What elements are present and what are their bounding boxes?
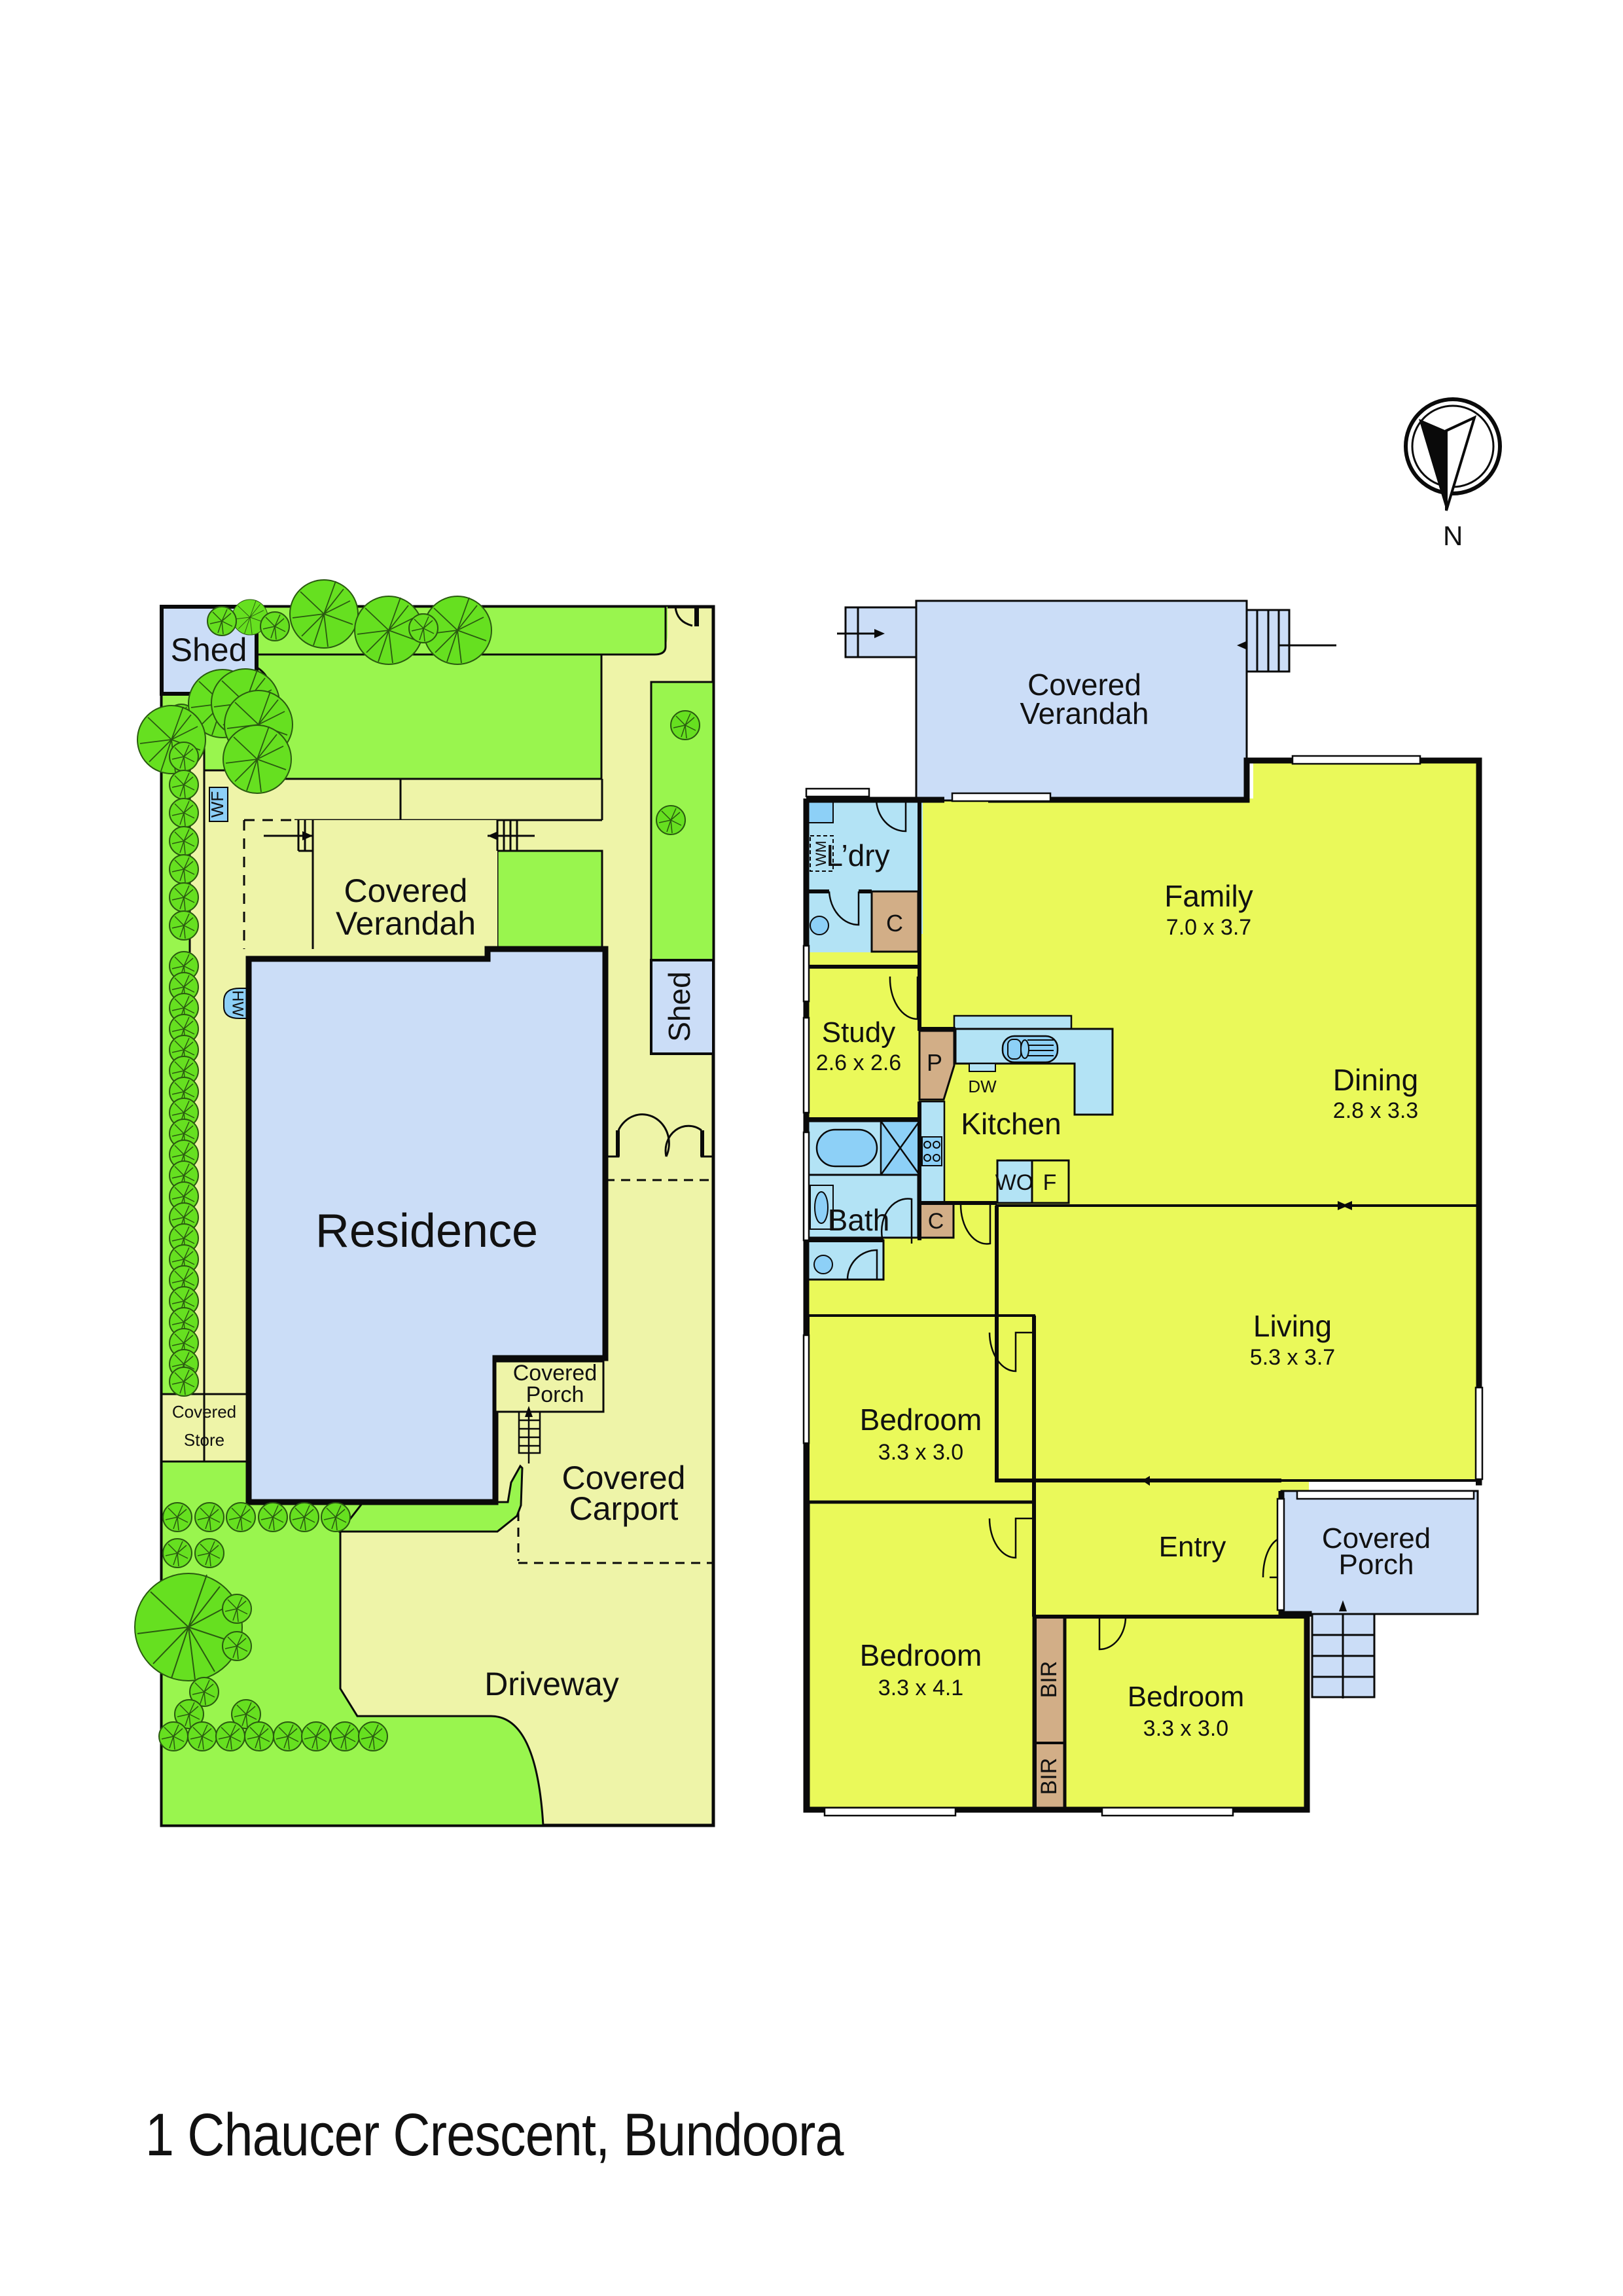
bedroom2-label: Bedroom [860,1638,982,1672]
residence-footprint [245,946,609,1505]
covered-store-label-2: Store [184,1430,224,1450]
residence-label: Residence [315,1205,538,1257]
fp-verandah-label-1: Covered [1027,668,1141,702]
shed-side [650,959,715,1055]
site-plan: Covered Verandah Shed WF HW Covered Stor… [134,579,715,1827]
entry-label: Entry [1159,1531,1226,1563]
bath-label: Bath [828,1203,890,1237]
covered-store [160,1393,205,1463]
porch-steps [1311,1613,1376,1698]
floor-plan: Covered Verandah WM L’dry C Study 2.6 x … [802,600,1484,1817]
cupboard-c1-label: C [886,910,903,937]
hot-water-unit [223,988,249,1019]
fp-covered-porch [1280,1490,1479,1615]
north-label: N [1443,520,1463,551]
kitchen-bench [954,1028,1114,1116]
interior-walls [808,800,1307,1619]
wm-label: WM [813,840,829,866]
wo-label: WO [995,1170,1034,1195]
family-label: Family [1164,879,1253,913]
windows [802,755,1484,1817]
water-feature-box [209,787,228,822]
covered-store-label-1: Covered [172,1402,236,1422]
north-arrow-icon [1404,397,1502,511]
site-covered-porch [494,1360,605,1413]
fp-porch-label-1: Covered [1322,1522,1431,1554]
site-verandah-label-2: Verandah [336,905,476,942]
fridge-space [1031,1159,1070,1204]
rear-lawn [243,653,603,780]
study-label: Study [822,1016,896,1049]
bedroom-2 [806,1500,1036,1812]
address-title: 1 Chaucer Crescent, Bundoora [145,2102,844,2168]
fp-covered-verandah [915,600,1248,802]
living-label: Living [1253,1309,1332,1343]
driveway-label: Driveway [484,1666,619,1702]
carport-label-1: Covered [562,1460,686,1496]
dining-dims: 2.8 x 3.3 [1333,1098,1418,1123]
basin-icon [814,1191,829,1224]
wf-label: WF [207,791,227,817]
pantry-label: P [927,1049,942,1076]
carport-label-2: Carport [569,1490,679,1527]
living-room [995,1204,1480,1482]
dishwasher [969,1063,996,1072]
shed-side-label: Shed [662,971,696,1041]
bathtub-icon [815,1128,878,1168]
fp-porch-label-2: Porch [1339,1549,1414,1581]
bedroom1-dims: 3.3 x 3.0 [878,1440,963,1465]
kitchen-label: Kitchen [961,1107,1061,1141]
dw-label: DW [968,1077,997,1096]
cupboard-c1 [870,890,919,953]
family-dims: 7.0 x 3.7 [1166,915,1251,940]
dining-label: Dining [1333,1063,1418,1097]
washing-machine [810,835,834,872]
shed-top-label: Shed [171,632,247,668]
bir2-label: BIR [1037,1758,1061,1795]
bir1-label: BIR [1037,1661,1061,1698]
site-porch-label-2: Porch [526,1382,584,1407]
bedroom1-label: Bedroom [860,1403,982,1437]
bedroom2-dims: 3.3 x 4.1 [878,1676,963,1700]
hw-label: HW [229,990,247,1016]
study-dims: 2.6 x 2.6 [816,1050,901,1075]
bedroom3-dims: 3.3 x 3.0 [1143,1716,1228,1741]
fridge-label: F [1043,1170,1057,1195]
site-verandah-label-1: Covered [344,872,468,909]
cupboard-c2-label: C [928,1209,944,1234]
living-dims: 5.3 x 3.7 [1250,1345,1335,1370]
cooktop-icon [921,1136,942,1166]
site-porch-label-1: Covered [513,1361,597,1386]
bedroom3-label: Bedroom [1128,1681,1245,1713]
fp-verandah-label-2: Verandah [1020,696,1149,730]
laundry-label: L’dry [826,838,889,872]
